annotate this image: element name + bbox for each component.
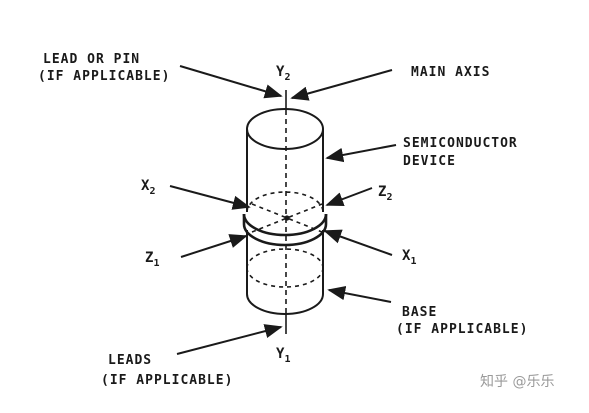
- label-lead-or-pin-line2: (IF APPLICABLE): [38, 69, 170, 84]
- axis-x1: X1: [402, 248, 416, 267]
- arrow-x2: [169, 185, 251, 210]
- arrow-leads: [176, 324, 283, 355]
- cylinder-top-ellipse: [246, 108, 324, 150]
- axis-x2: X2: [141, 178, 155, 197]
- label-base-line1: BASE: [402, 305, 437, 320]
- arrow-main-axis: [290, 69, 393, 101]
- base-hidden-ellipse-front: [246, 267, 324, 288]
- arrow-x1: [323, 229, 393, 256]
- label-lead-or-pin-line1: LEAD OR PIN: [43, 52, 140, 67]
- leader-arrows: [169, 65, 397, 355]
- base-cylinder: [246, 230, 324, 315]
- semiconductor-cylinder: [246, 108, 324, 213]
- label-semiconductor-line1: SEMICONDUCTOR: [403, 136, 518, 151]
- label-main-axis: MAIN AXIS: [411, 65, 490, 80]
- base-bottom-ellipse: [246, 293, 324, 315]
- axis-z2: Z2: [378, 184, 392, 203]
- label-base-line2: (IF APPLICABLE): [396, 322, 528, 337]
- axes-dashed: [251, 90, 323, 334]
- arrow-z2: [325, 187, 373, 207]
- center-point: [284, 215, 290, 221]
- base-hidden-ellipse: [246, 248, 324, 269]
- label-leads-line1: LEADS: [108, 353, 152, 368]
- junction-front-upper: [242, 213, 328, 237]
- axis-y1: Y1: [276, 346, 290, 365]
- mid-ellipse-hidden: [246, 191, 324, 213]
- label-semiconductor-line2: DEVICE: [403, 154, 456, 169]
- watermark: 知乎 @乐乐: [480, 373, 554, 390]
- arrow-z1: [180, 234, 248, 258]
- arrow-lead-or-pin: [179, 65, 283, 99]
- arrow-semiconductor: [325, 144, 397, 163]
- label-leads-line2: (IF APPLICABLE): [101, 373, 233, 388]
- arrow-base: [327, 286, 392, 303]
- axis-z1: Z1: [145, 250, 159, 269]
- axis-y2: Y2: [276, 64, 290, 83]
